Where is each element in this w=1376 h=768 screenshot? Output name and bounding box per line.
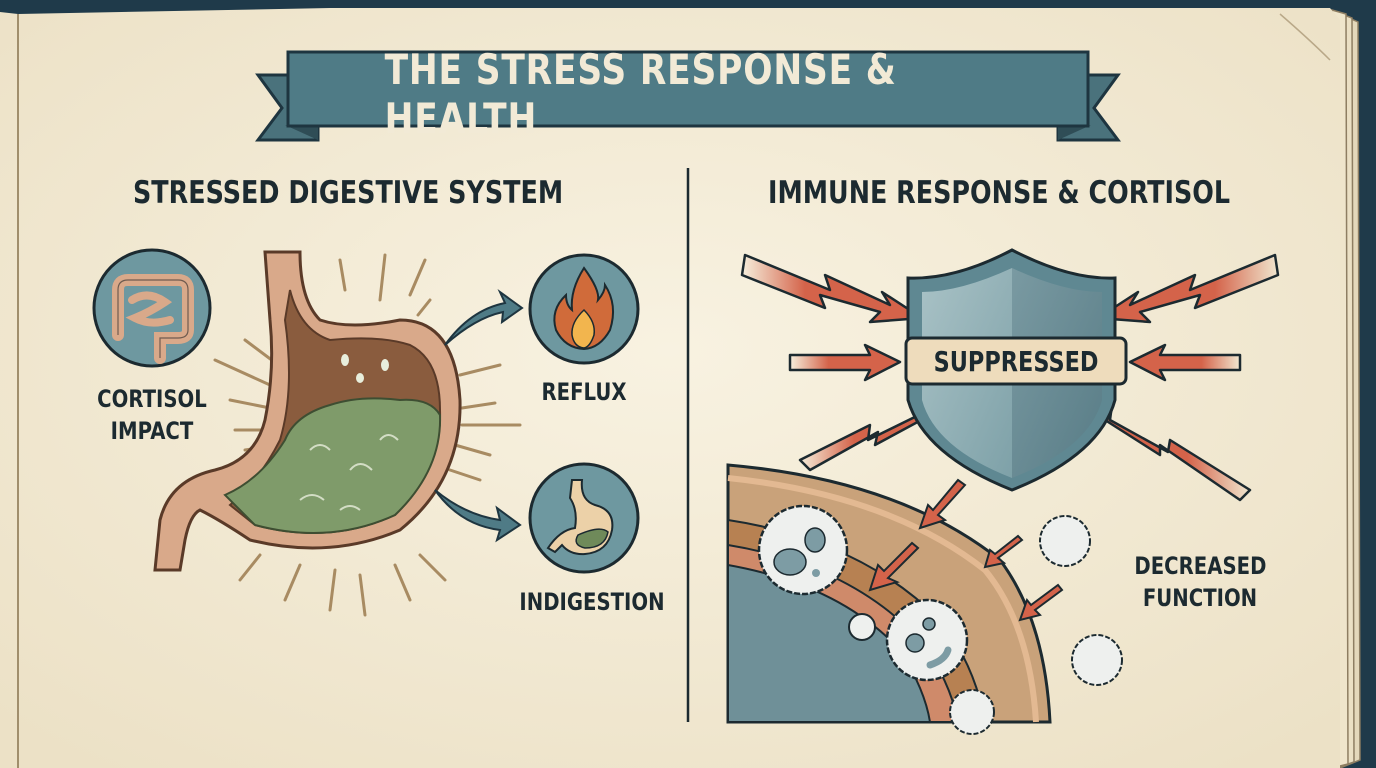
- decreased-line2: FUNCTION: [1142, 584, 1258, 612]
- decreased-line1: DECREASED: [1134, 552, 1267, 580]
- cortisol-impact-line1: CORTISOL: [97, 385, 207, 413]
- intestines-icon: [92, 248, 212, 368]
- shield-icon: [904, 248, 1128, 492]
- indigestion-label: INDIGESTION: [519, 588, 665, 616]
- suppressed-badge: SUPPRESSED: [906, 338, 1126, 384]
- cortisol-impact-label: CORTISOL IMPACT: [95, 383, 210, 447]
- right-section-heading: IMMUNE RESPONSE & CORTISOL: [768, 175, 1231, 211]
- flame-icon: [528, 253, 640, 365]
- stomach-icon: [528, 462, 640, 574]
- page-title: THE STRESS RESPONSE & HEALTH: [384, 45, 897, 143]
- small-arrow-icon: [868, 478, 1064, 622]
- title-banner: [255, 50, 1121, 142]
- reflux-label: REFLUX: [541, 378, 627, 406]
- white-blood-cell-icon: [757, 504, 1123, 735]
- arrow-icon: [434, 288, 524, 543]
- cortisol-impact-line2: IMPACT: [110, 417, 194, 445]
- lightning-arrow-icon: [740, 253, 1280, 502]
- stomach-illustration: [153, 250, 522, 617]
- suppressed-label: SUPPRESSED: [933, 344, 1099, 378]
- decreased-function-label: DECREASED FUNCTION: [1134, 550, 1267, 614]
- left-section-heading: STRESSED DIGESTIVE SYSTEM: [133, 175, 564, 211]
